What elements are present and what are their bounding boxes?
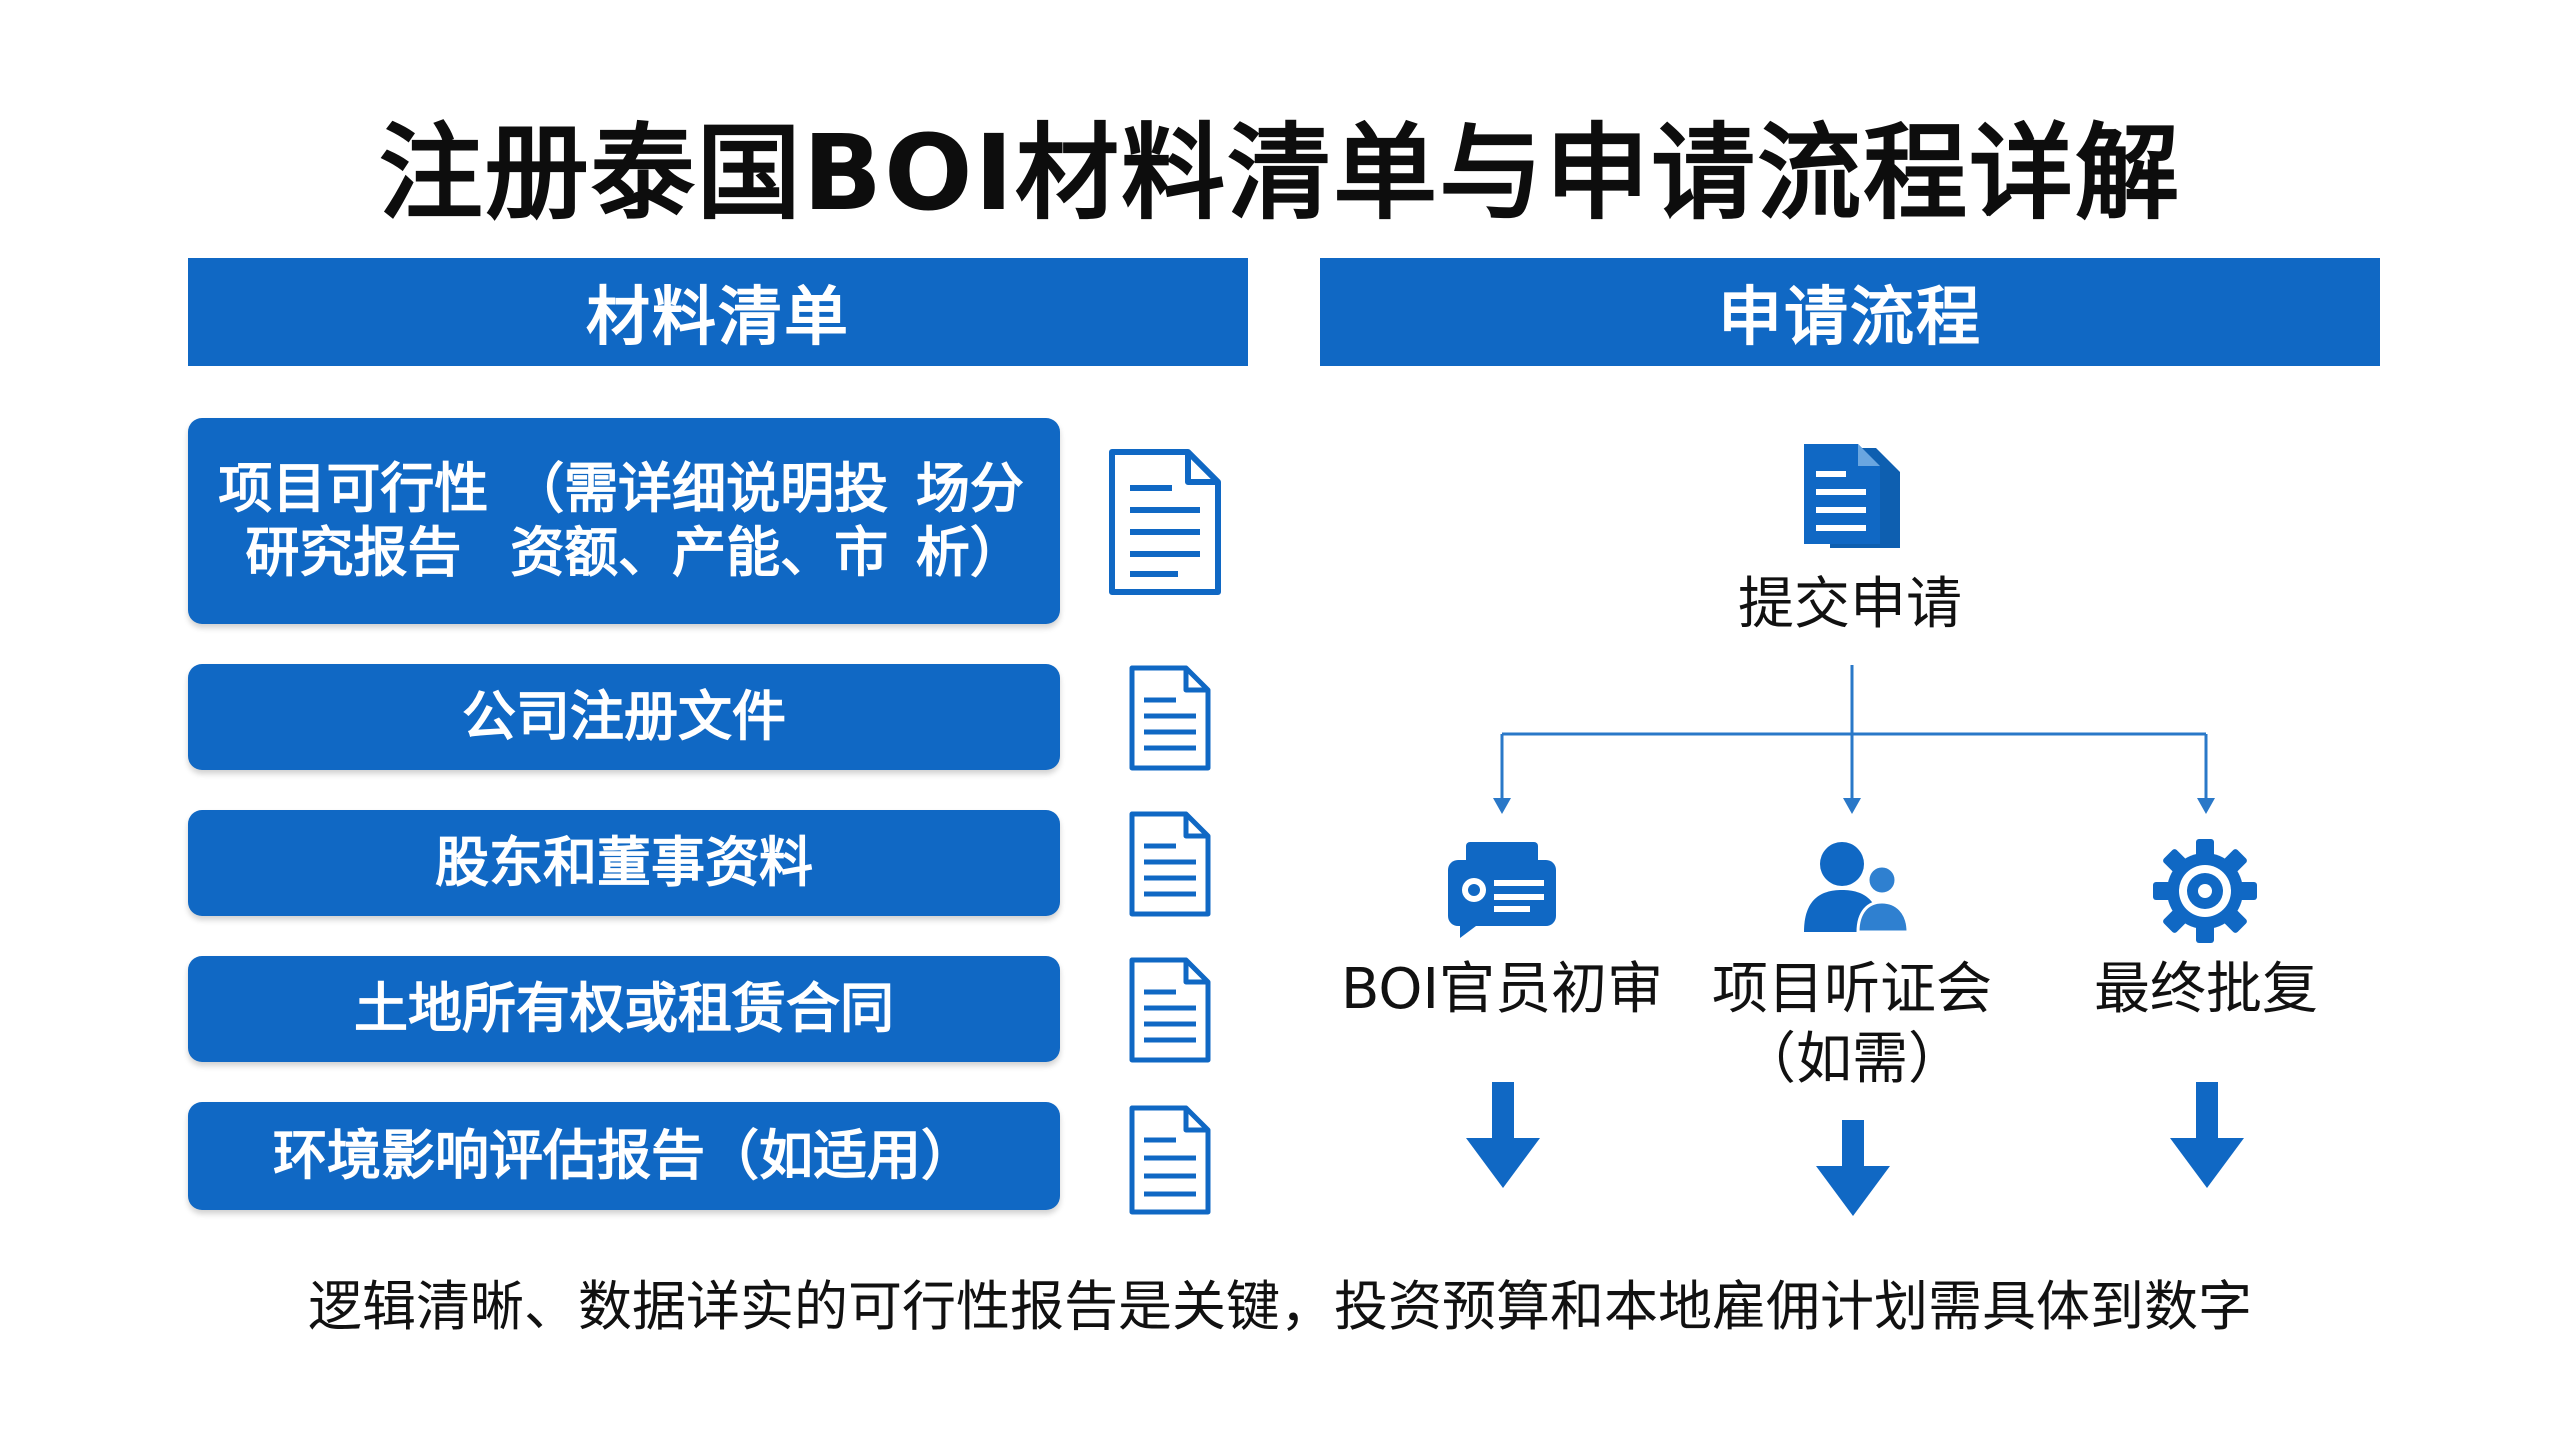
material-item-line: 土地所有权或租赁合同 <box>354 977 894 1040</box>
material-item-line: 公司注册文件 <box>462 685 786 748</box>
document-icon <box>1109 449 1221 595</box>
document-icon <box>1129 665 1211 771</box>
material-item-line: 场分析） <box>915 457 1024 584</box>
flow-step-label-hearing-note: （如需） <box>1740 1027 1964 1092</box>
document-icon <box>1129 1105 1211 1215</box>
footer-note: 逻辑清晰、数据详实的可行性报告是关键，投资预算和本地雇佣计划需具体到数字 <box>308 1275 2252 1338</box>
flow-step-label-hearing: 项目听证会 <box>1712 957 1992 1022</box>
process-header: 申请流程 <box>1320 258 2380 366</box>
material-item-shareholder-director: 股东和董事资料 <box>188 810 1060 916</box>
material-item-line: 项目可行性研究报告 <box>218 457 489 584</box>
arrow-down-icon <box>1816 1120 1890 1216</box>
document-stack-icon <box>1804 444 1900 548</box>
material-item-line: 股东和董事资料 <box>435 831 813 894</box>
users-icon <box>1804 842 1910 934</box>
page-title: 注册泰国BOI材料清单与申请流程详解 <box>378 112 2182 234</box>
arrow-down-icon <box>2170 1082 2244 1188</box>
materials-header: 材料清单 <box>188 258 1248 366</box>
material-item-land-lease: 土地所有权或租赁合同 <box>188 956 1060 1062</box>
gear-icon <box>2153 839 2257 943</box>
arrow-down-icon <box>1466 1082 1540 1188</box>
flow-step-label-final-approval: 最终批复 <box>2094 957 2318 1022</box>
flow-step-label-initial-review: BOI官员初审 <box>1340 957 1664 1022</box>
material-item-line: （需详细说明投资额、产能、市 <box>510 457 889 584</box>
material-item-feasibility-report: 项目可行性研究报告 （需详细说明投资额、产能、市 场分析） <box>188 418 1060 624</box>
flow-start-label: 提交申请 <box>1738 572 1962 637</box>
document-icon <box>1129 957 1211 1063</box>
material-item-line: 环境影响评估报告（如适用） <box>273 1124 975 1187</box>
document-icon <box>1129 811 1211 917</box>
printer-id-icon <box>1448 842 1556 938</box>
material-item-eia-report: 环境影响评估报告（如适用） <box>188 1102 1060 1210</box>
material-item-company-registration: 公司注册文件 <box>188 664 1060 770</box>
